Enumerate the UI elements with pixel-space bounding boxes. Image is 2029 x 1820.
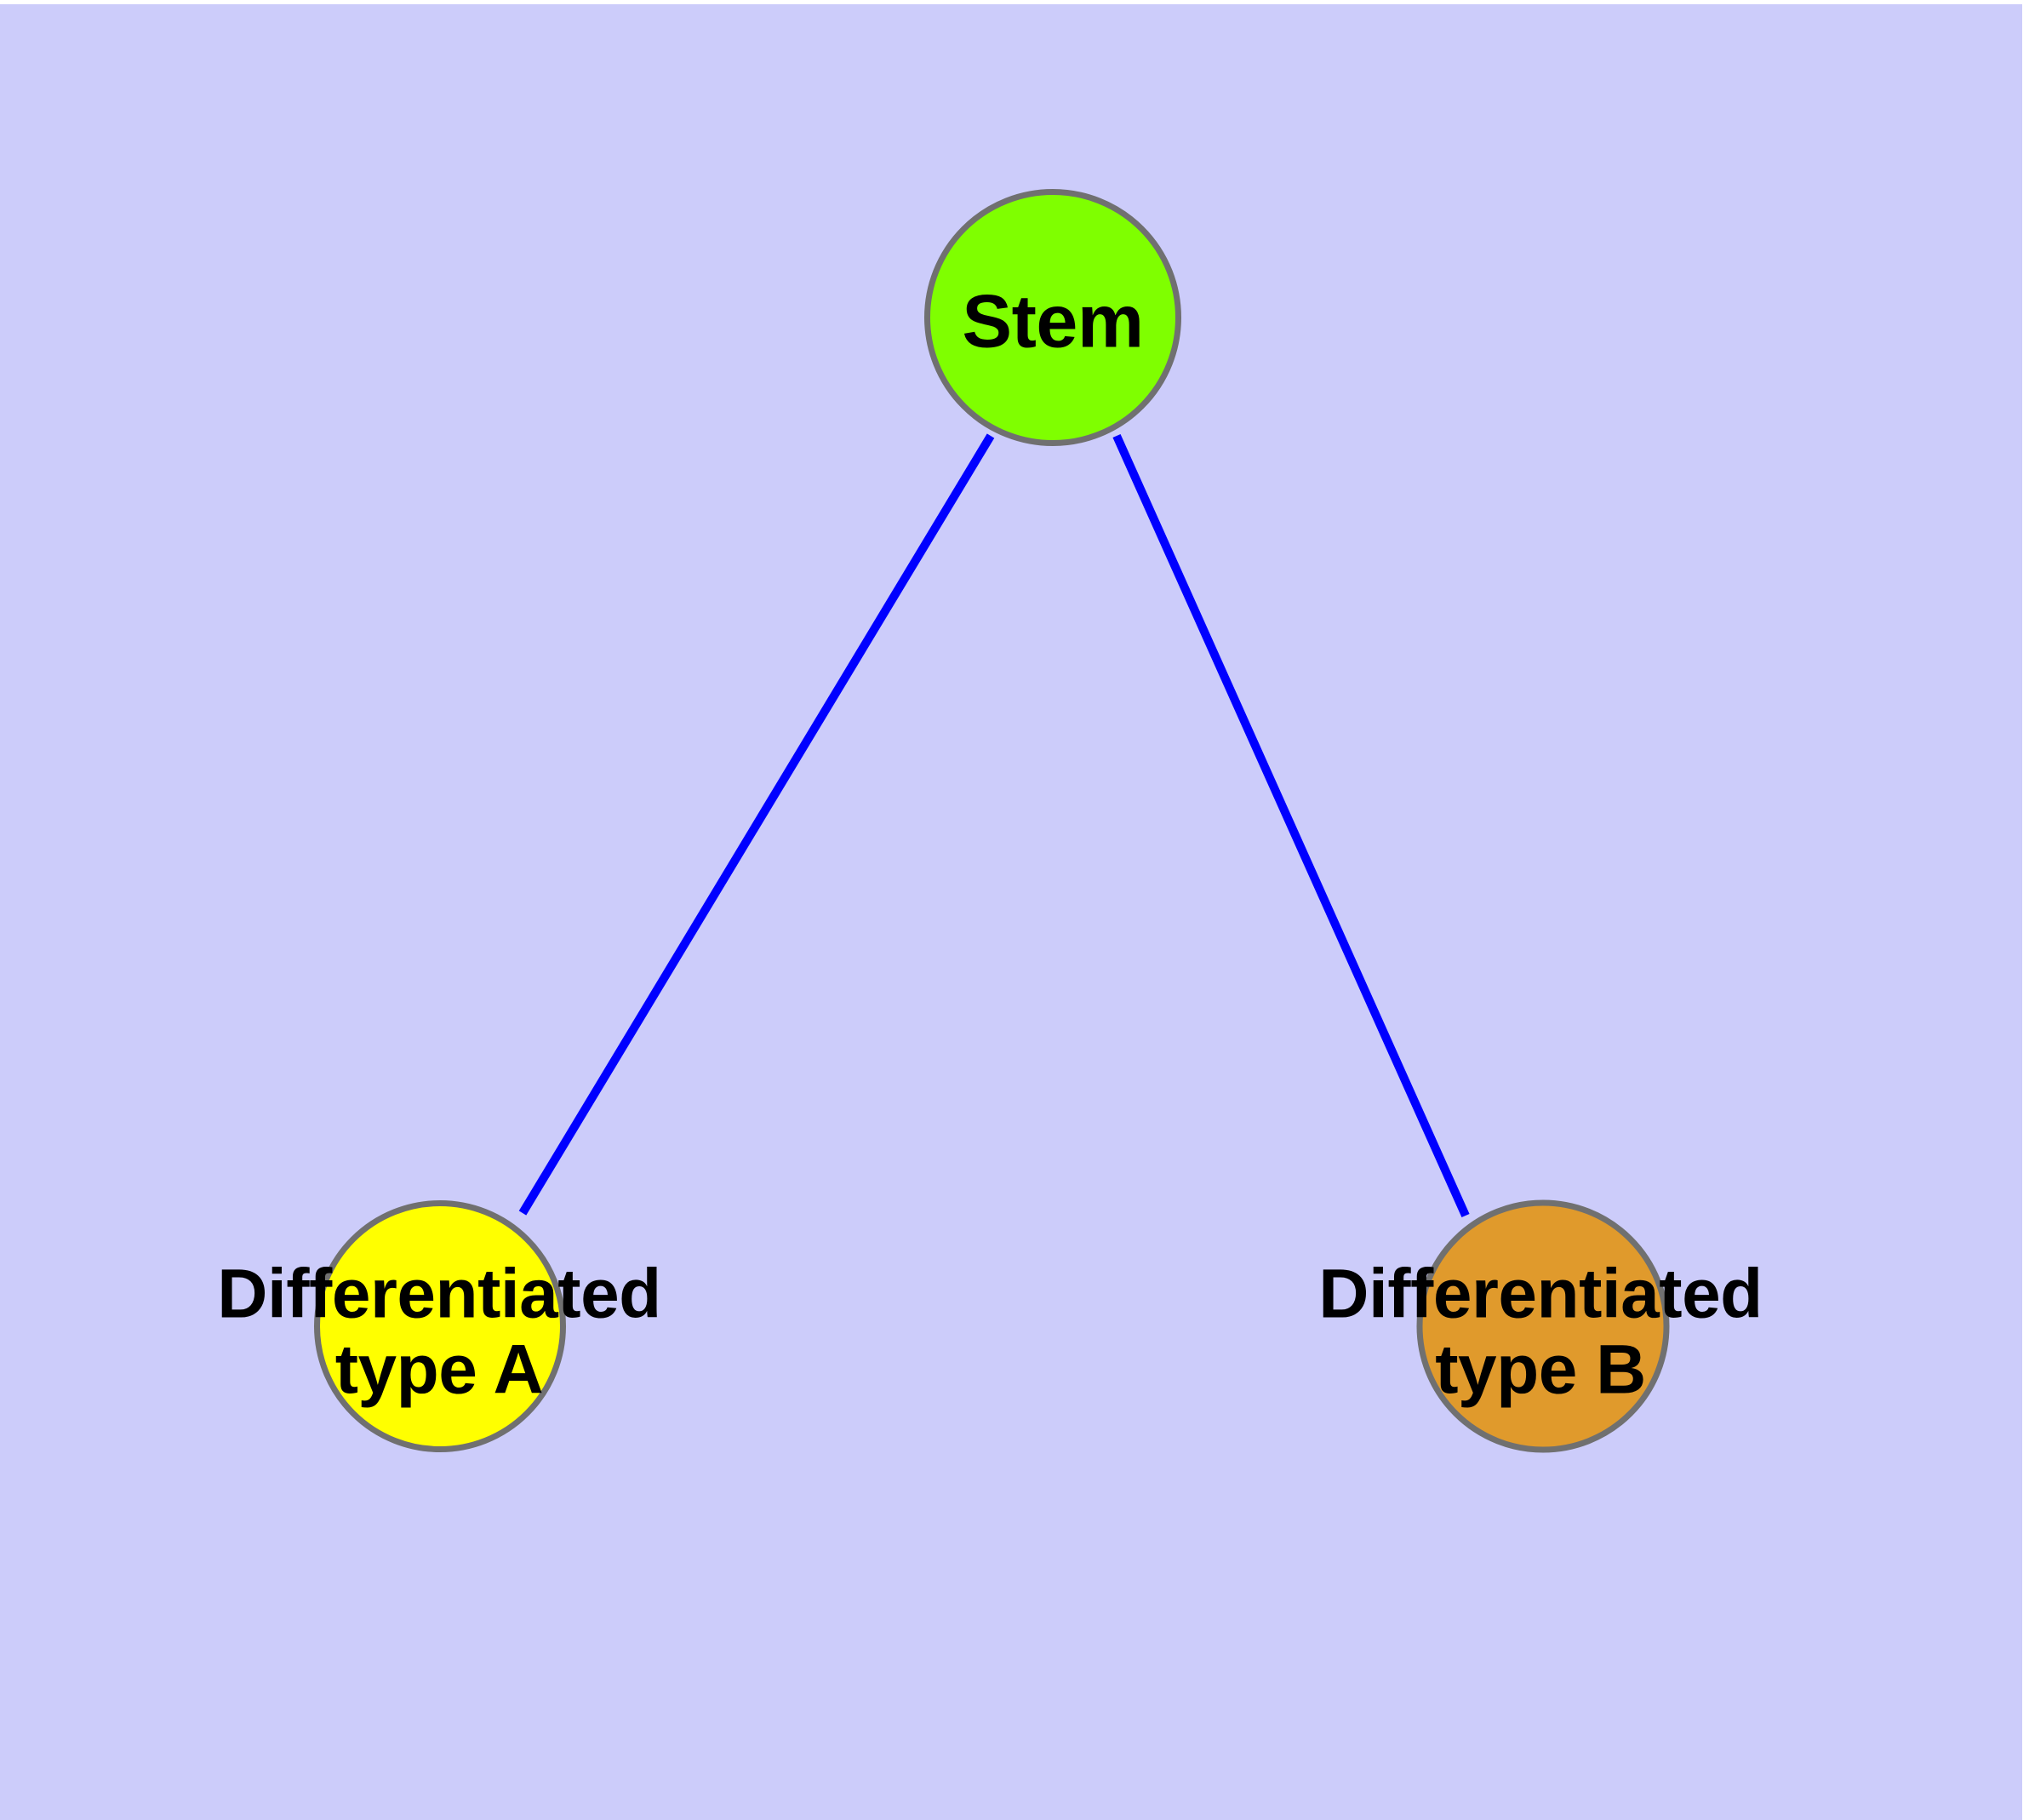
node-differentiated-type-b[interactable] xyxy=(1416,1199,1670,1453)
node-stem[interactable] xyxy=(924,189,1181,446)
node-label-type-b-line-1: Differentiated xyxy=(1318,1255,1763,1333)
node-label-stem-line-1: Stem xyxy=(962,278,1144,363)
node-differentiated-type-a[interactable] xyxy=(314,1200,566,1452)
diagram-plot-area: Stem Differentiated type A Differentiate… xyxy=(0,4,2022,1820)
node-label-type-a-line-1: Differentiated xyxy=(217,1255,661,1333)
node-label-differentiated-type-a: Differentiated type A xyxy=(217,1256,661,1407)
node-label-type-a-line-2: type A xyxy=(334,1331,544,1408)
edge-stem-to-type-a xyxy=(518,433,995,1216)
edge-stem-to-type-b xyxy=(1112,433,1470,1218)
node-label-stem: Stem xyxy=(962,278,1144,363)
node-label-type-b-line-2: type B xyxy=(1435,1331,1646,1408)
node-label-differentiated-type-b: Differentiated type B xyxy=(1318,1256,1763,1407)
